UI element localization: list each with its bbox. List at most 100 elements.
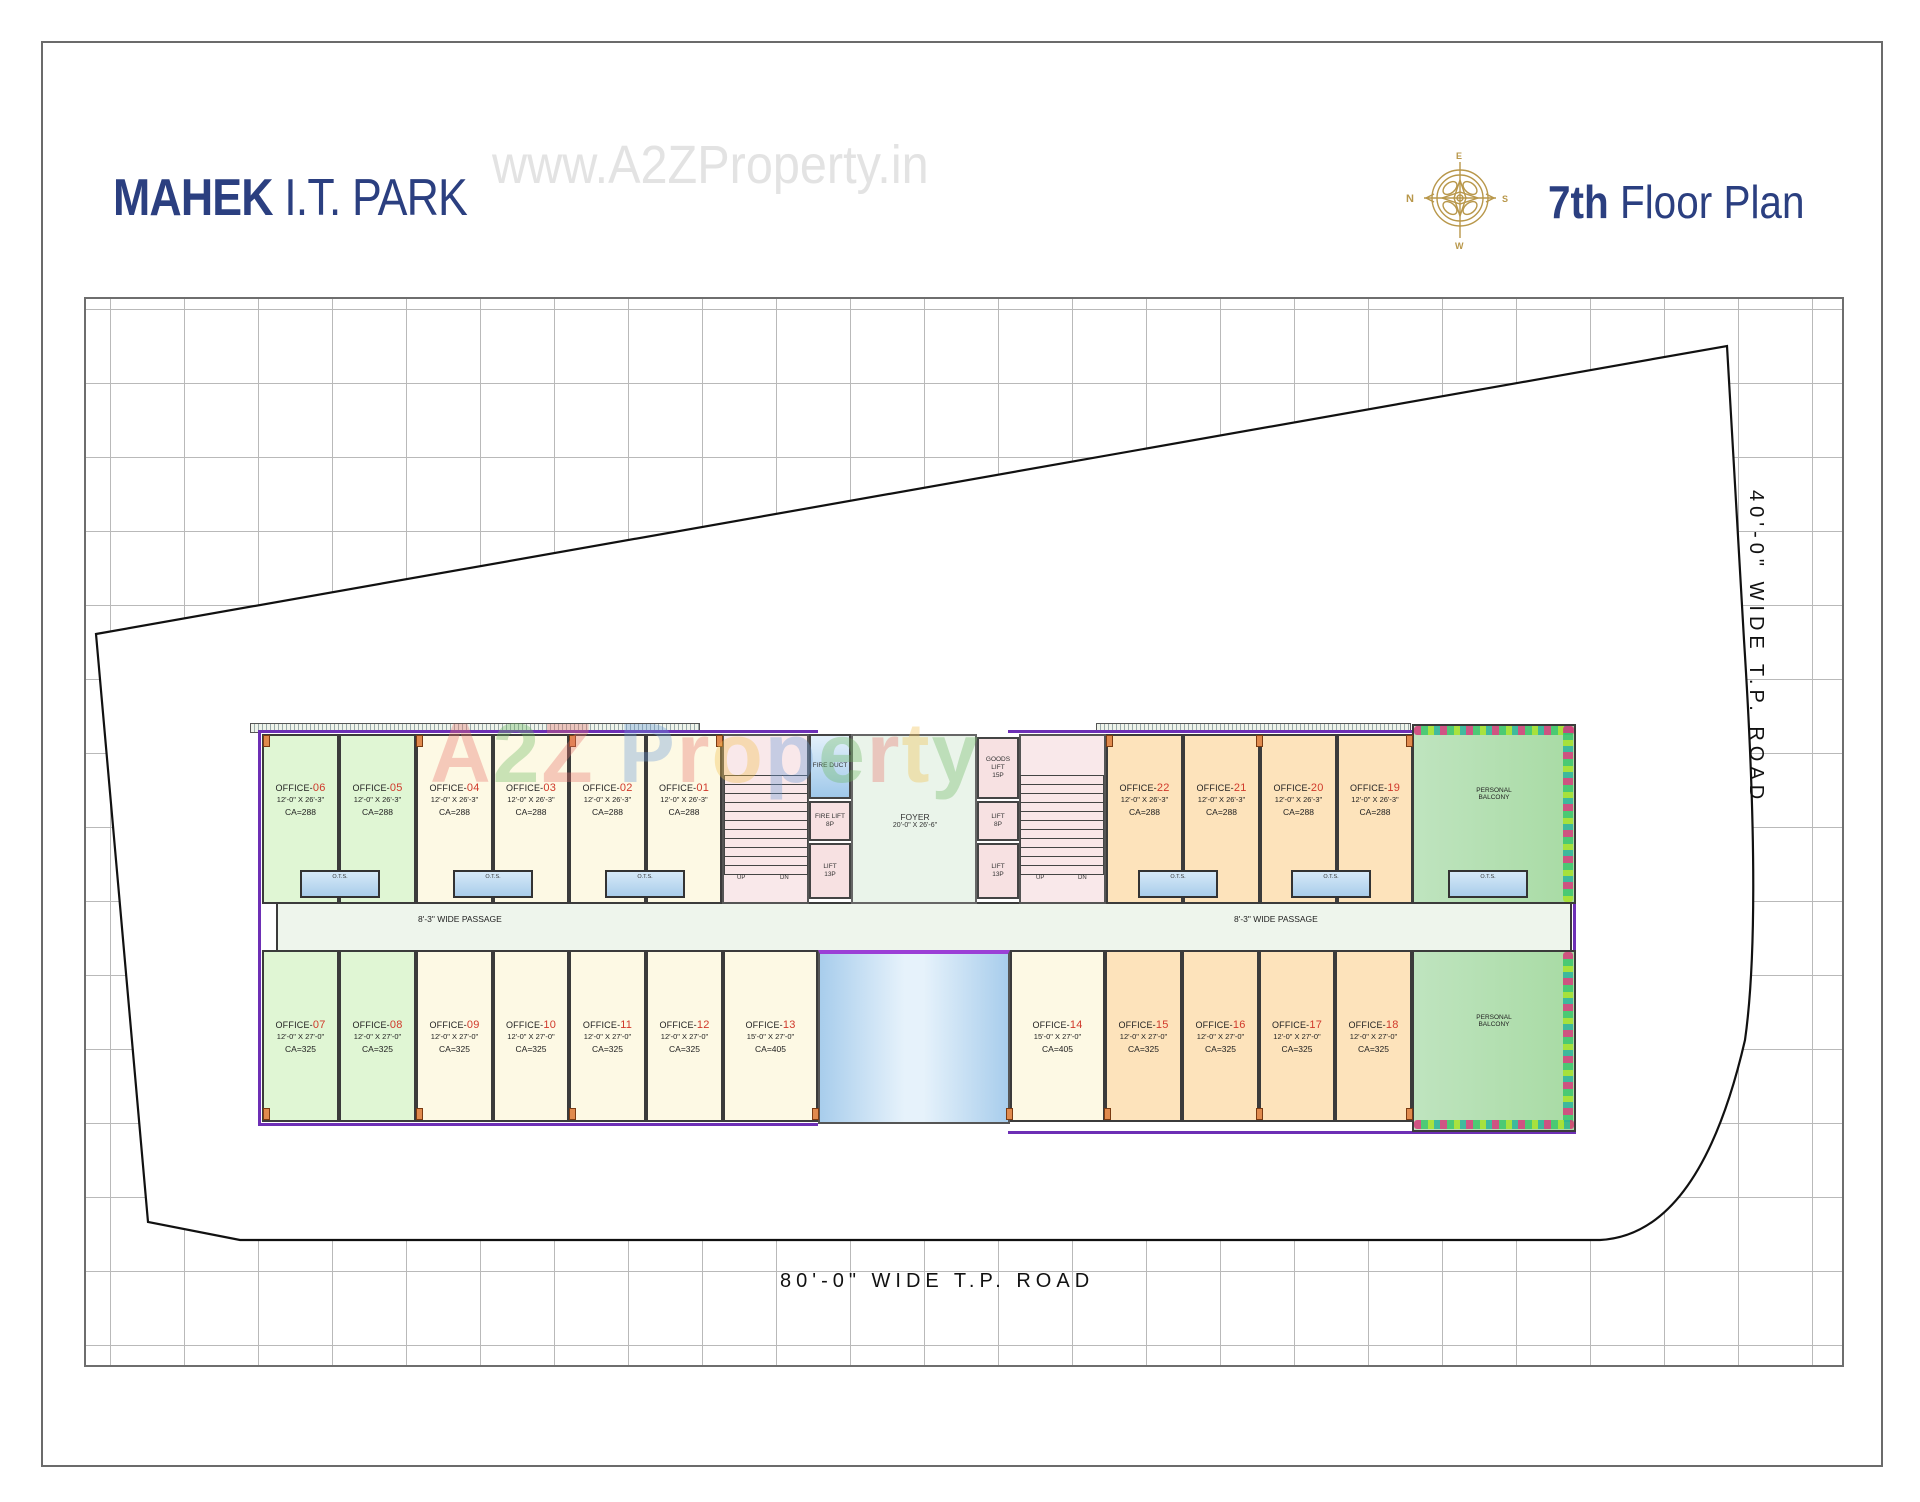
stair-right-dn: DN [1078, 875, 1087, 881]
building-outline-west [258, 730, 818, 1126]
planter-north [1414, 726, 1574, 735]
project-title: MAHEK I.T. PARK [113, 168, 468, 228]
office-dimension: 12'-0" X 27'-0" [353, 1031, 402, 1041]
office-carpet-area: CA=325 [439, 1043, 470, 1054]
fire-duct: FIRE DUCT [809, 734, 851, 799]
office-dimension: 12'-0" X 26'-3" [1197, 794, 1246, 804]
office-name: OFFICE-10 [505, 1018, 557, 1031]
ots-shaft-4: O.T.S. [1138, 870, 1218, 898]
personal-balcony-south: PERSONAL BALCONY [1412, 950, 1576, 1132]
corridor-label-east: 8'-3" WIDE PASSAGE [1234, 914, 1318, 924]
office-carpet-area: CA=288 [439, 806, 470, 817]
goods-lift: GOODS LIFT 15P [977, 737, 1019, 799]
ots-shaft-1: O.T.S. [300, 870, 380, 898]
foyer-name: FOYER [900, 812, 930, 822]
stair-right-up: UP [1036, 875, 1045, 881]
office-carpet-area: CA=325 [669, 1043, 700, 1054]
lift-right-2: LIFT 13P [977, 843, 1019, 899]
foyer [851, 734, 977, 904]
plan-title-bold: 7th [1548, 176, 1609, 228]
office-carpet-area: CA=325 [362, 1043, 393, 1054]
office-carpet-area: CA=288 [285, 806, 316, 817]
office-dimension: 12'-0" X 27'-0" [507, 1031, 555, 1041]
compass-south: S [1502, 194, 1508, 204]
office-name: OFFICE-06 [275, 781, 326, 794]
office-dimension: 12'-0" X 26'-3" [507, 794, 555, 804]
office-carpet-area: CA=325 [592, 1043, 623, 1054]
office-name: OFFICE-07 [275, 1018, 326, 1031]
office-carpet-area: CA=288 [1206, 806, 1237, 817]
planter-south [1414, 1120, 1574, 1129]
project-title-bold: MAHEK [113, 169, 274, 227]
office-name: OFFICE-11 [582, 1018, 633, 1031]
office-name: OFFICE-03 [505, 781, 557, 794]
office-dimension: 15'-0" X 27'-0" [1033, 1031, 1082, 1041]
office-carpet-area: CA=325 [285, 1043, 316, 1054]
office-name: OFFICE-02 [582, 781, 633, 794]
office-name: OFFICE-13 [745, 1018, 796, 1031]
balcony-label-north: PERSONAL BALCONY [1476, 787, 1512, 801]
office-name: OFFICE-17 [1271, 1018, 1323, 1031]
ots-shaft-2: O.T.S. [453, 870, 533, 898]
lift-right-1: LIFT 8P [977, 801, 1019, 841]
foyer-dimension: 20'-0" X 26'-6" [892, 822, 938, 830]
fire-lift: FIRE LIFT 8P [809, 801, 851, 841]
office-name: OFFICE-22 [1119, 781, 1170, 794]
column [1256, 1108, 1263, 1120]
office-dimension: 12'-0" X 26'-3" [1120, 794, 1169, 804]
office-name: OFFICE-12 [659, 1018, 710, 1031]
column [569, 1108, 576, 1120]
office-dimension: 15'-0" X 27'-0" [746, 1031, 795, 1041]
office-name: OFFICE-18 [1348, 1018, 1399, 1031]
plan-title-rest: Floor Plan [1608, 176, 1805, 228]
office-dimension: 12'-0" X 27'-0" [1273, 1031, 1321, 1041]
stair-left-up: UP [737, 875, 746, 881]
office-dimension: 12'-0" X 27'-0" [660, 1031, 709, 1041]
office-dimension: 12'-0" X 27'-0" [430, 1031, 479, 1041]
office-dimension: 12'-0" X 26'-3" [353, 794, 402, 804]
corridor-label-west: 8'-3" WIDE PASSAGE [418, 914, 502, 924]
office-dimension: 12'-0" X 26'-3" [1351, 794, 1399, 804]
office-dimension: 12'-0" X 27'-0" [1196, 1031, 1245, 1041]
office-name: OFFICE-14 [1032, 1018, 1083, 1031]
column [1006, 1108, 1013, 1120]
office-dimension: 12'-0" X 26'-3" [583, 794, 632, 804]
plan-title: 7th Floor Plan [1548, 175, 1804, 229]
office-carpet-area: CA=325 [1281, 1043, 1313, 1054]
office-carpet-area: CA=405 [1042, 1043, 1073, 1054]
office-dimension: 12'-0" X 27'-0" [1349, 1031, 1398, 1041]
office-name: OFFICE-04 [429, 781, 480, 794]
column [416, 735, 423, 747]
watermark-url: www.A2ZProperty.in [492, 135, 929, 195]
ots-shaft-3: O.T.S. [605, 870, 685, 898]
office-carpet-area: CA=405 [755, 1043, 786, 1054]
office-carpet-area: CA=288 [668, 806, 700, 817]
office-carpet-area: CA=288 [1283, 806, 1314, 817]
foyer-label: FOYER 20'-0" X 26'-6" [880, 812, 950, 831]
compass-north: N [1406, 193, 1414, 205]
column [1104, 1108, 1111, 1120]
atrium-void [818, 950, 1010, 1124]
staircase-right [1020, 775, 1104, 875]
office-name: OFFICE-05 [352, 781, 403, 794]
column [812, 1108, 819, 1120]
office-carpet-area: CA=325 [515, 1043, 547, 1054]
column [716, 735, 723, 747]
office-carpet-area: CA=325 [1128, 1043, 1159, 1054]
office-name: OFFICE-19 [1349, 781, 1401, 794]
balcony-label-south: PERSONAL BALCONY [1476, 1014, 1512, 1028]
lift-left: LIFT 13P [809, 843, 851, 899]
